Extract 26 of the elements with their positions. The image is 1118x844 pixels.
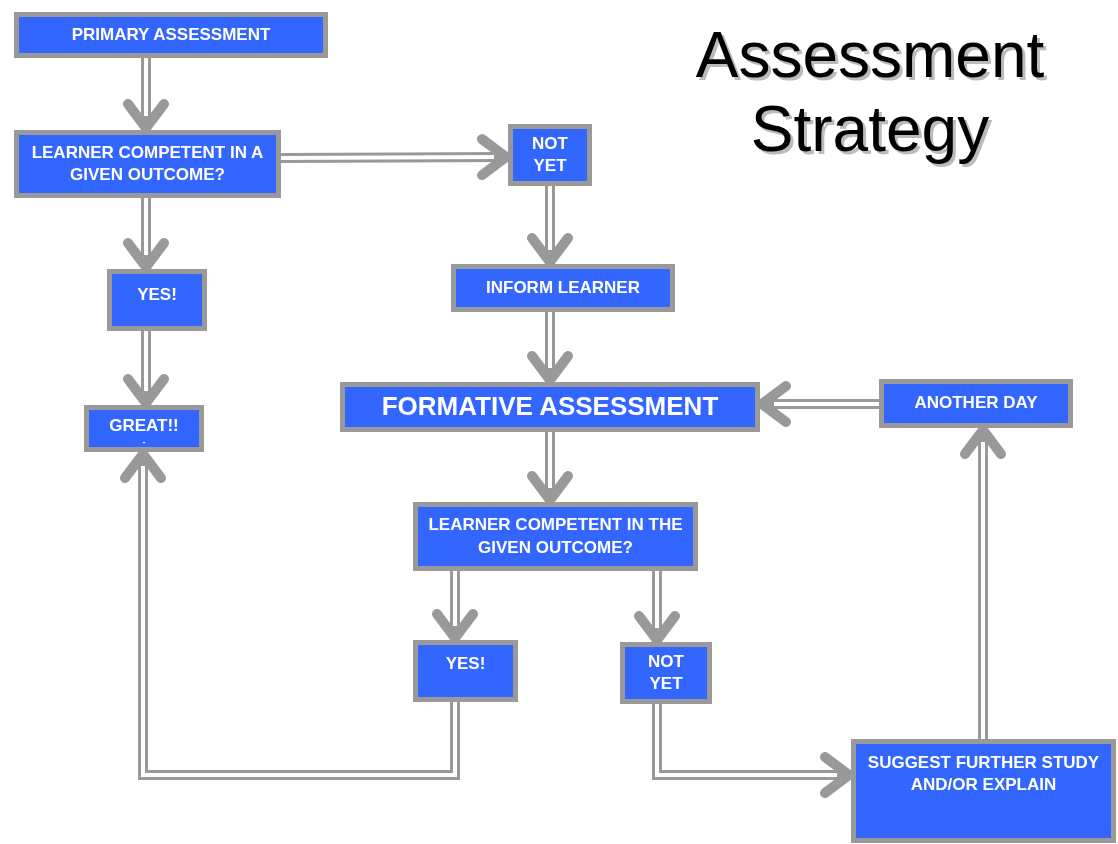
process-box	[508, 124, 592, 186]
mark-text: -	[142, 437, 146, 446]
process-box	[14, 12, 328, 58]
box-label: INFORM LEARNER	[485, 276, 641, 299]
process-box	[851, 739, 1116, 843]
box-label: LEARNER COMPETENT IN A GIVEN OUTCOME?	[30, 141, 265, 186]
title: Assessment Strategy	[694, 18, 1046, 166]
process-box	[879, 379, 1073, 428]
box-label: LEARNER COMPETENT IN THE GIVEN OUTCOME?	[427, 514, 684, 559]
box-label: YES!	[136, 284, 178, 306]
process-box	[451, 264, 675, 312]
box-label: YES!	[444, 653, 487, 675]
box-label: FORMATIVE ASSESSMENT	[380, 390, 720, 424]
box-label: SUGGEST FURTHER STUDY AND/OR EXPLAIN	[866, 752, 1101, 797]
process-box	[107, 269, 207, 331]
box-label: NOT YET	[647, 650, 685, 695]
process-box	[340, 382, 760, 432]
process-box	[413, 640, 518, 702]
process-box	[84, 405, 204, 452]
process-box	[620, 642, 712, 704]
box-label: NOT YET	[531, 132, 569, 177]
box-label: ANOTHER DAY	[913, 392, 1039, 415]
process-box	[413, 502, 698, 571]
process-box	[14, 130, 281, 198]
box-label: PRIMARY ASSESSMENT	[70, 23, 272, 46]
box-label: GREAT!!	[108, 415, 180, 438]
